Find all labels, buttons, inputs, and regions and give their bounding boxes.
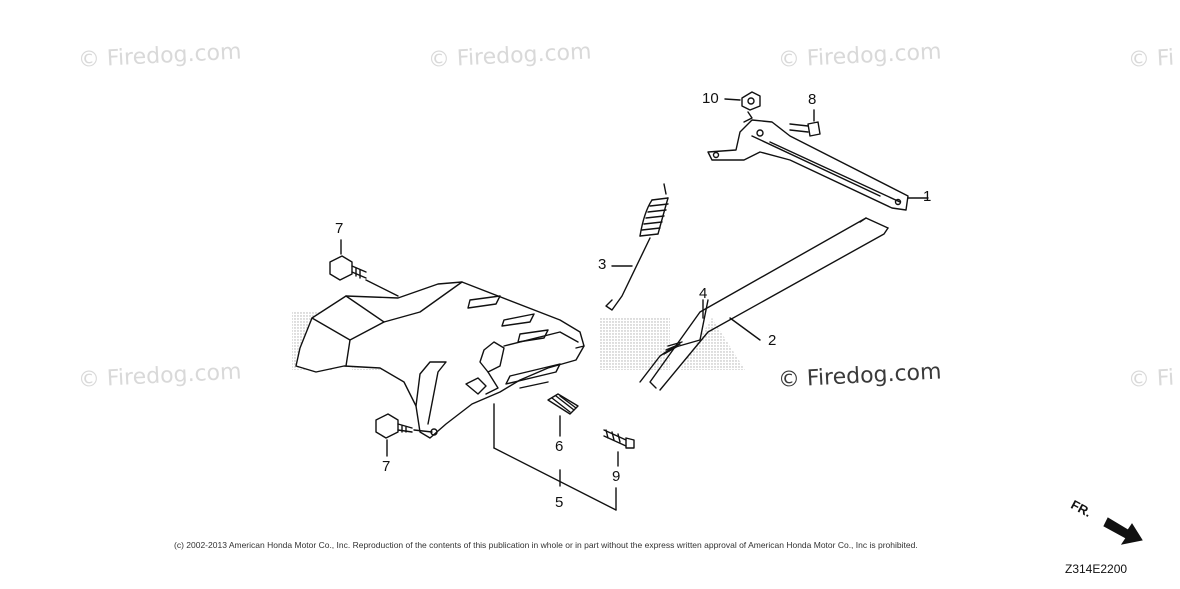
main-cover-plate — [295, 281, 585, 439]
callout-9: 9 — [612, 468, 621, 485]
front-arrow — [1103, 517, 1143, 545]
part-7-lower-bolt — [375, 413, 433, 457]
part-3-spring — [605, 183, 669, 311]
callout-7-lower: 7 — [382, 458, 391, 475]
part-4-spring-rod — [639, 299, 709, 383]
callout-4: 4 — [699, 285, 708, 302]
callout-7-upper: 7 — [335, 220, 344, 237]
diagram-code: Z314E2200 — [1065, 562, 1128, 576]
part-5-bracket-lines — [493, 403, 617, 511]
callout-3: 3 — [598, 256, 607, 273]
callout-6: 6 — [555, 438, 564, 455]
main-cover-details — [311, 281, 585, 436]
callout-5: 5 — [555, 494, 564, 511]
callout-2: 2 — [768, 332, 777, 349]
part-7-upper-bolt — [329, 239, 399, 297]
part-6-spacer — [547, 393, 579, 437]
copyright-notice: (c) 2002-2013 American Honda Motor Co., … — [174, 540, 918, 550]
callout-8: 8 — [808, 91, 817, 108]
callout-10: 10 — [702, 90, 719, 107]
part-1-control-bracket — [707, 111, 909, 211]
callout-1: 1 — [923, 188, 932, 205]
part-9-screw — [603, 429, 635, 467]
part-2-rod — [649, 217, 889, 391]
part-10-nut — [724, 91, 761, 111]
part-8-bolt — [789, 109, 821, 137]
